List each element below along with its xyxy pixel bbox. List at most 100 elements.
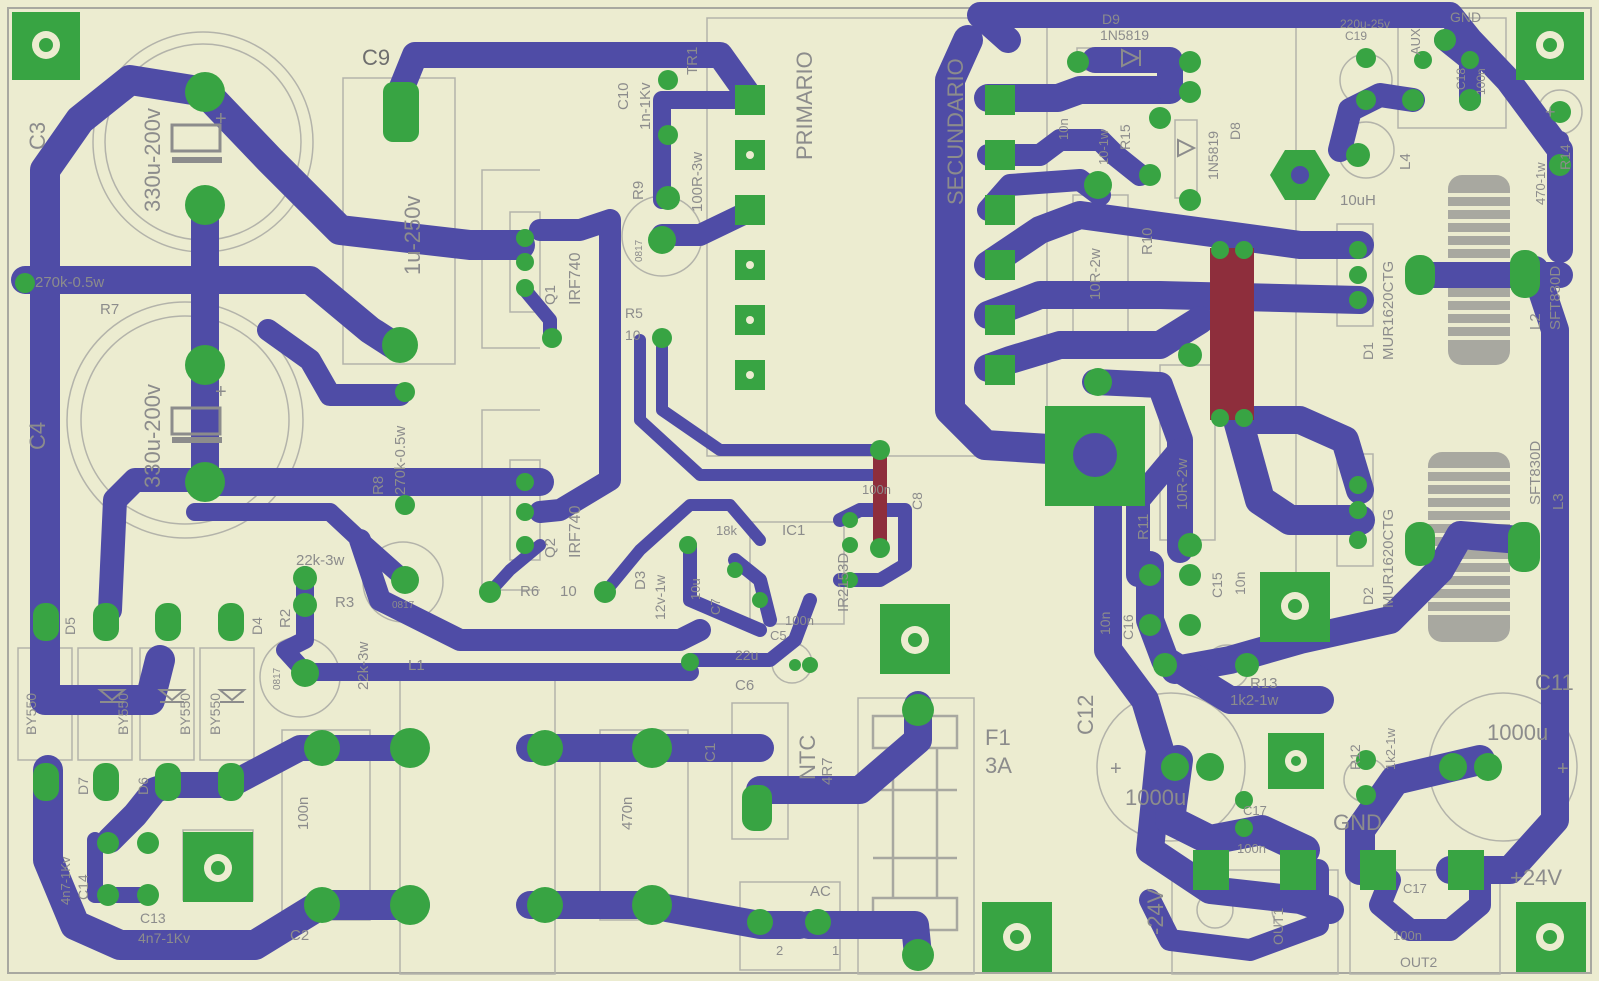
silk-labels: C9 C3 C4 330u-200v 330u-200v + + 270k-0.… (23, 9, 1574, 970)
label-d1-part: MUR1620CTG (1380, 261, 1397, 360)
label-plus-c3: + (215, 108, 227, 130)
label-d3-value: 12v-1w (652, 574, 668, 620)
label-by550-c: BY550 (177, 693, 193, 735)
label-c19-value: 220u-25v (1340, 17, 1390, 31)
label-r12: R12 (1347, 744, 1363, 770)
label-plus-c4: + (215, 381, 227, 403)
label-plus-c19: + (1545, 102, 1556, 122)
label-c7: C7 (708, 598, 723, 615)
label-c1-value: 470n (619, 797, 636, 830)
label-q2: Q2 (542, 538, 559, 558)
label-c18-value: 100n (1474, 68, 1488, 95)
label-c17-b: C17 (1403, 881, 1427, 896)
label-ac-pin1: 1 (832, 943, 839, 958)
label-c13: C13 (140, 910, 166, 926)
label-c3: C3 (25, 122, 50, 150)
label-r8-value: 270k-0.5w (392, 426, 409, 495)
label-c2: C2 (290, 927, 309, 944)
mounting-hole-br (1516, 902, 1586, 972)
label-c5-value: 100n (785, 613, 814, 628)
label-c9-value: 1u-250v (400, 195, 425, 275)
label-ic1: IC1 (782, 522, 805, 539)
label-by550-a: BY550 (23, 693, 39, 735)
label-l4: L4 (1397, 153, 1414, 170)
label-r6: R6 (520, 583, 539, 600)
label-d7: D7 (75, 777, 91, 795)
label-r7-value: 270k-0.5w (35, 274, 104, 291)
label-secundario: SECUNDARIO (943, 58, 968, 205)
label-r2-value: 22k-3w (355, 641, 372, 690)
label-r14-value: 470-1w (1533, 162, 1548, 205)
label-d4: D4 (249, 617, 265, 635)
label-l2: L2 (1527, 313, 1544, 330)
label-c17-b-value: 100n (1393, 928, 1422, 943)
label-gnd-top: GND (1450, 9, 1481, 25)
label-d2: D2 (1360, 587, 1376, 605)
label-c8-value: 100n (862, 482, 891, 497)
label-ic1-part: IR2153D (835, 553, 852, 612)
label-d9-part: 1N5819 (1100, 27, 1149, 43)
label-d6: D6 (135, 777, 151, 795)
label-r11-value: 10R-2w (1174, 458, 1191, 510)
label-tr1: TR1 (684, 47, 701, 75)
label-c20-value: 10n (1056, 118, 1071, 140)
label-c10: C10 (615, 82, 632, 110)
label-minus24: -24V (1143, 888, 1168, 935)
label-r14: R14 (1557, 144, 1573, 170)
label-c14-value: 4n7-1Kv (58, 856, 73, 905)
label-r10: R10 (1139, 227, 1156, 255)
label-c19: C19 (1345, 29, 1367, 43)
label-c3-value: 330u-200v (140, 108, 165, 212)
label-r15-value: 10-1w (1096, 129, 1111, 165)
label-r9: R9 (630, 181, 647, 200)
label-gnd: GND (1333, 810, 1382, 835)
label-c14: C14 (75, 874, 91, 900)
label-r2: R2 (277, 609, 294, 628)
mounting-hole-bc (982, 902, 1052, 972)
mounting-hole-bl (183, 832, 253, 902)
label-r12-value: 1k2-1w (1383, 727, 1398, 770)
mounting-hole-tr (1516, 12, 1584, 80)
label-q1: Q1 (542, 285, 559, 305)
label-ac-pin2: 2 (776, 943, 783, 958)
label-r8: R8 (370, 476, 387, 495)
label-c16-value: 10n (1097, 612, 1113, 635)
label-d1: D1 (1360, 342, 1376, 360)
label-r11: R11 (1135, 514, 1152, 540)
label-c10-value: 1n-1Kv (637, 82, 654, 130)
label-c1: C1 (702, 743, 719, 762)
mounting-hole-r1 (1260, 572, 1330, 642)
label-c8: C8 (909, 492, 925, 510)
label-d9: D9 (1102, 11, 1120, 27)
label-d8-part: 1N5819 (1205, 131, 1221, 180)
label-c17-a-value: 100n (1237, 841, 1266, 856)
label-r3-value: 22k-3w (296, 552, 345, 569)
top-copper-jumpers (873, 248, 1254, 548)
label-l3-part: SFT830D (1527, 441, 1544, 505)
label-d2-part: MUR1620CTG (1380, 509, 1397, 608)
label-c15: C15 (1209, 572, 1225, 598)
label-c18: C18 (1454, 68, 1468, 90)
label-plus-c12: + (1110, 758, 1122, 780)
label-f1-value: 3A (985, 753, 1012, 778)
label-plus-c11: + (1557, 758, 1569, 780)
label-ntc-value: 4R7 (819, 757, 836, 785)
label-c13-value: 4n7-1Kv (138, 930, 190, 946)
label-c5: C5 (770, 628, 787, 643)
label-c7-value: 10u (688, 578, 703, 600)
label-ind-0817-c: 0817 (272, 667, 283, 690)
label-d3: D3 (632, 571, 649, 590)
label-r5-value: 10 (625, 327, 641, 343)
label-ind-0817-a: 0817 (634, 239, 645, 262)
mounting-hole-tl (12, 12, 80, 80)
label-c11-value: 1000u (1487, 720, 1548, 745)
label-by550-b: BY550 (115, 693, 131, 735)
label-l4-value: 10uH (1340, 192, 1376, 209)
label-c15-value: 10n (1232, 572, 1248, 595)
label-c6-value: 22u (735, 647, 758, 663)
label-plus24: +24V (1510, 865, 1562, 890)
mounting-hole-r2 (1268, 733, 1324, 789)
label-primario: PRIMARIO (792, 51, 817, 160)
label-q1-part: IRF740 (567, 252, 584, 305)
